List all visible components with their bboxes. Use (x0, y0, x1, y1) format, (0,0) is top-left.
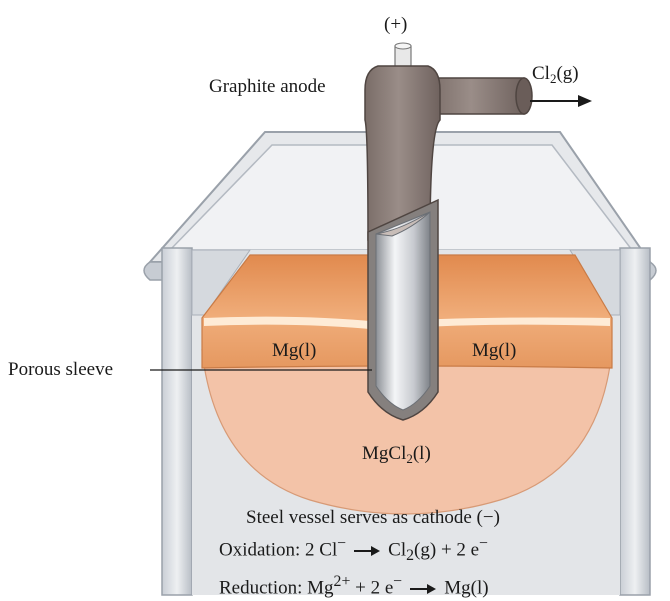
mgcl2-label: MgCl2(l) (362, 443, 431, 465)
reduction-reactant-charge: 2+ (333, 573, 351, 591)
mg-right-label: Mg(l) (472, 340, 517, 361)
reduction-electrons: + 2 e (350, 577, 394, 599)
reduction-reactant: Reduction: Mg (219, 577, 334, 599)
mgcl2-label-sub: 2 (406, 451, 413, 466)
oxidation-product-suffix: (g) + 2 e (414, 539, 480, 561)
oxidation-arrow-icon (354, 545, 381, 556)
oxidation-reactant: Oxidation: 2 Cl (219, 539, 338, 561)
oxidation-product-sub: 2 (406, 547, 415, 565)
mg-left-label: Mg(l) (272, 340, 317, 361)
graphite-rod (375, 211, 431, 411)
molten-mgcl2 (201, 349, 613, 515)
oxidation-reactant-charge: − (337, 535, 347, 552)
anode-polarity-label: (+) (384, 14, 408, 35)
cl2-label-suffix: (g) (556, 63, 579, 84)
oxidation-product-prefix: Cl (388, 539, 407, 561)
reduction-arrow-icon (410, 584, 437, 595)
mgcl2-label-prefix: MgCl (362, 443, 407, 464)
cl2-label-prefix: Cl (532, 63, 550, 84)
oxidation-electron-charge: − (479, 535, 489, 552)
reduction-equation: Reduction: Mg2+ + 2 e− Mg(l) (116, 569, 670, 601)
reduction-product: Mg(l) (444, 577, 489, 599)
cl2-label-sub: 2 (549, 71, 557, 86)
reaction-equations: Steel vessel serves as cathode (−) Oxida… (116, 505, 670, 601)
mgcl2-label-suffix: (l) (412, 443, 431, 464)
graphite-anode (364, 42, 533, 241)
porous-sleeve-label: Porous sleeve (8, 359, 114, 380)
cl2-label: Cl2(g) (532, 63, 579, 85)
oxidation-equation: Oxidation: 2 Cl−Cl2(g) + 2 e− (116, 531, 670, 569)
graphite-anode-label: Graphite anode (209, 76, 326, 97)
cl2-flow-arrow (530, 95, 592, 107)
cathode-note: Steel vessel serves as cathode (−) (246, 507, 500, 528)
reduction-electron-charge: − (393, 573, 403, 591)
cl2-outlet-pipe (427, 77, 525, 115)
